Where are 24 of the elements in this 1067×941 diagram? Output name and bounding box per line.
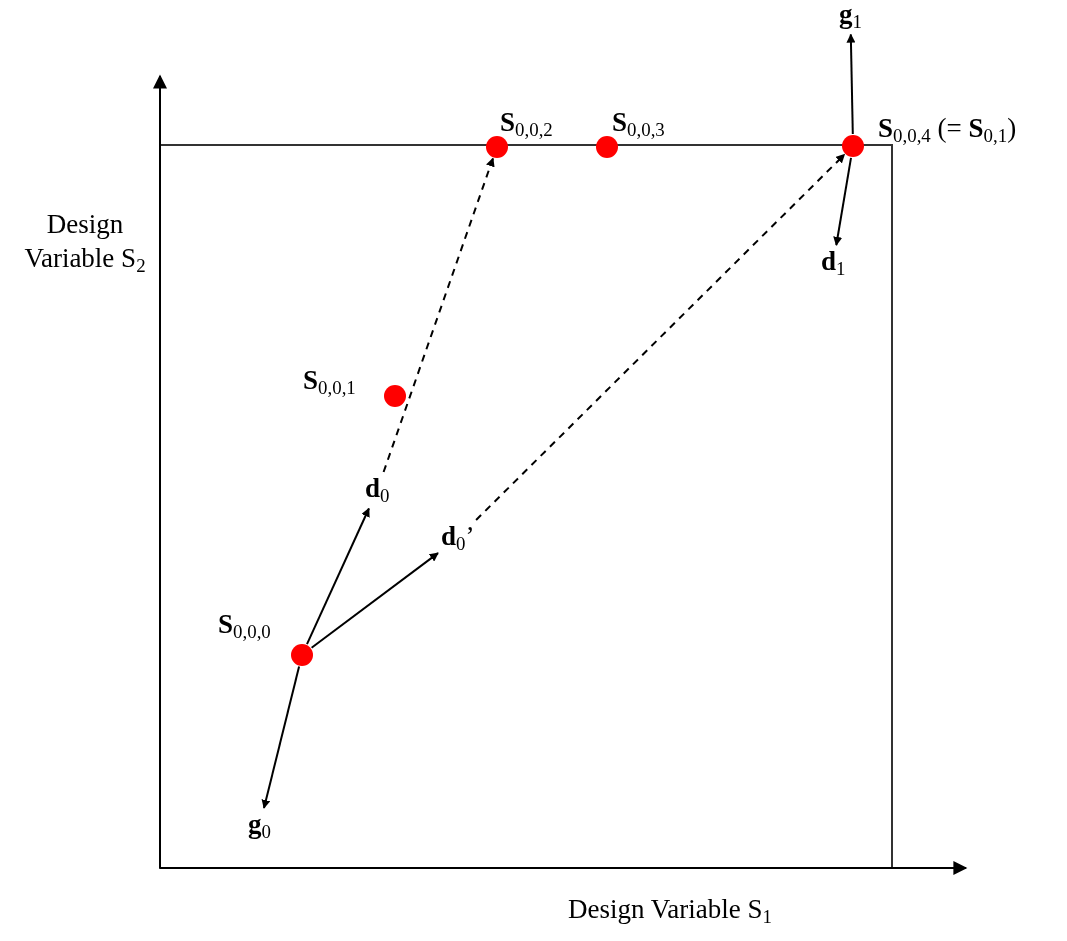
vector-label: d$_{1}$ <box>820 247 847 280</box>
vector-label: d$_{0}$ <box>364 474 391 507</box>
dashed-arrow <box>382 157 495 473</box>
arrow <box>261 665 301 809</box>
arrow <box>306 507 370 646</box>
point-label: S$_{0,0,4}$ (= S$_{0,1}$) <box>878 114 1017 147</box>
point-label: S$_{0,0,0}$ <box>218 610 271 643</box>
design-point <box>291 644 313 666</box>
design-point <box>842 135 864 157</box>
arrow <box>833 156 852 246</box>
design-point <box>486 136 508 158</box>
vector-label: g$_{0}$ <box>247 810 272 843</box>
point-label: S$_{0,0,1}$ <box>303 366 356 399</box>
design-point <box>596 136 618 158</box>
point-label: S$_{0,0,3}$ <box>612 108 665 141</box>
vector-label: d$_{0}$’ <box>440 522 476 555</box>
point-label: S$_{0,0,2}$ <box>500 108 553 141</box>
axis-label: Design Variable S$_{2}$ <box>23 208 147 278</box>
axis-label: Design Variable S$_{1}$ <box>567 893 773 929</box>
vector-label: g$_{1}$ <box>838 0 863 33</box>
arrow <box>310 552 439 649</box>
design-point <box>384 385 406 407</box>
arrow <box>846 33 856 135</box>
dashed-arrow <box>475 153 846 521</box>
